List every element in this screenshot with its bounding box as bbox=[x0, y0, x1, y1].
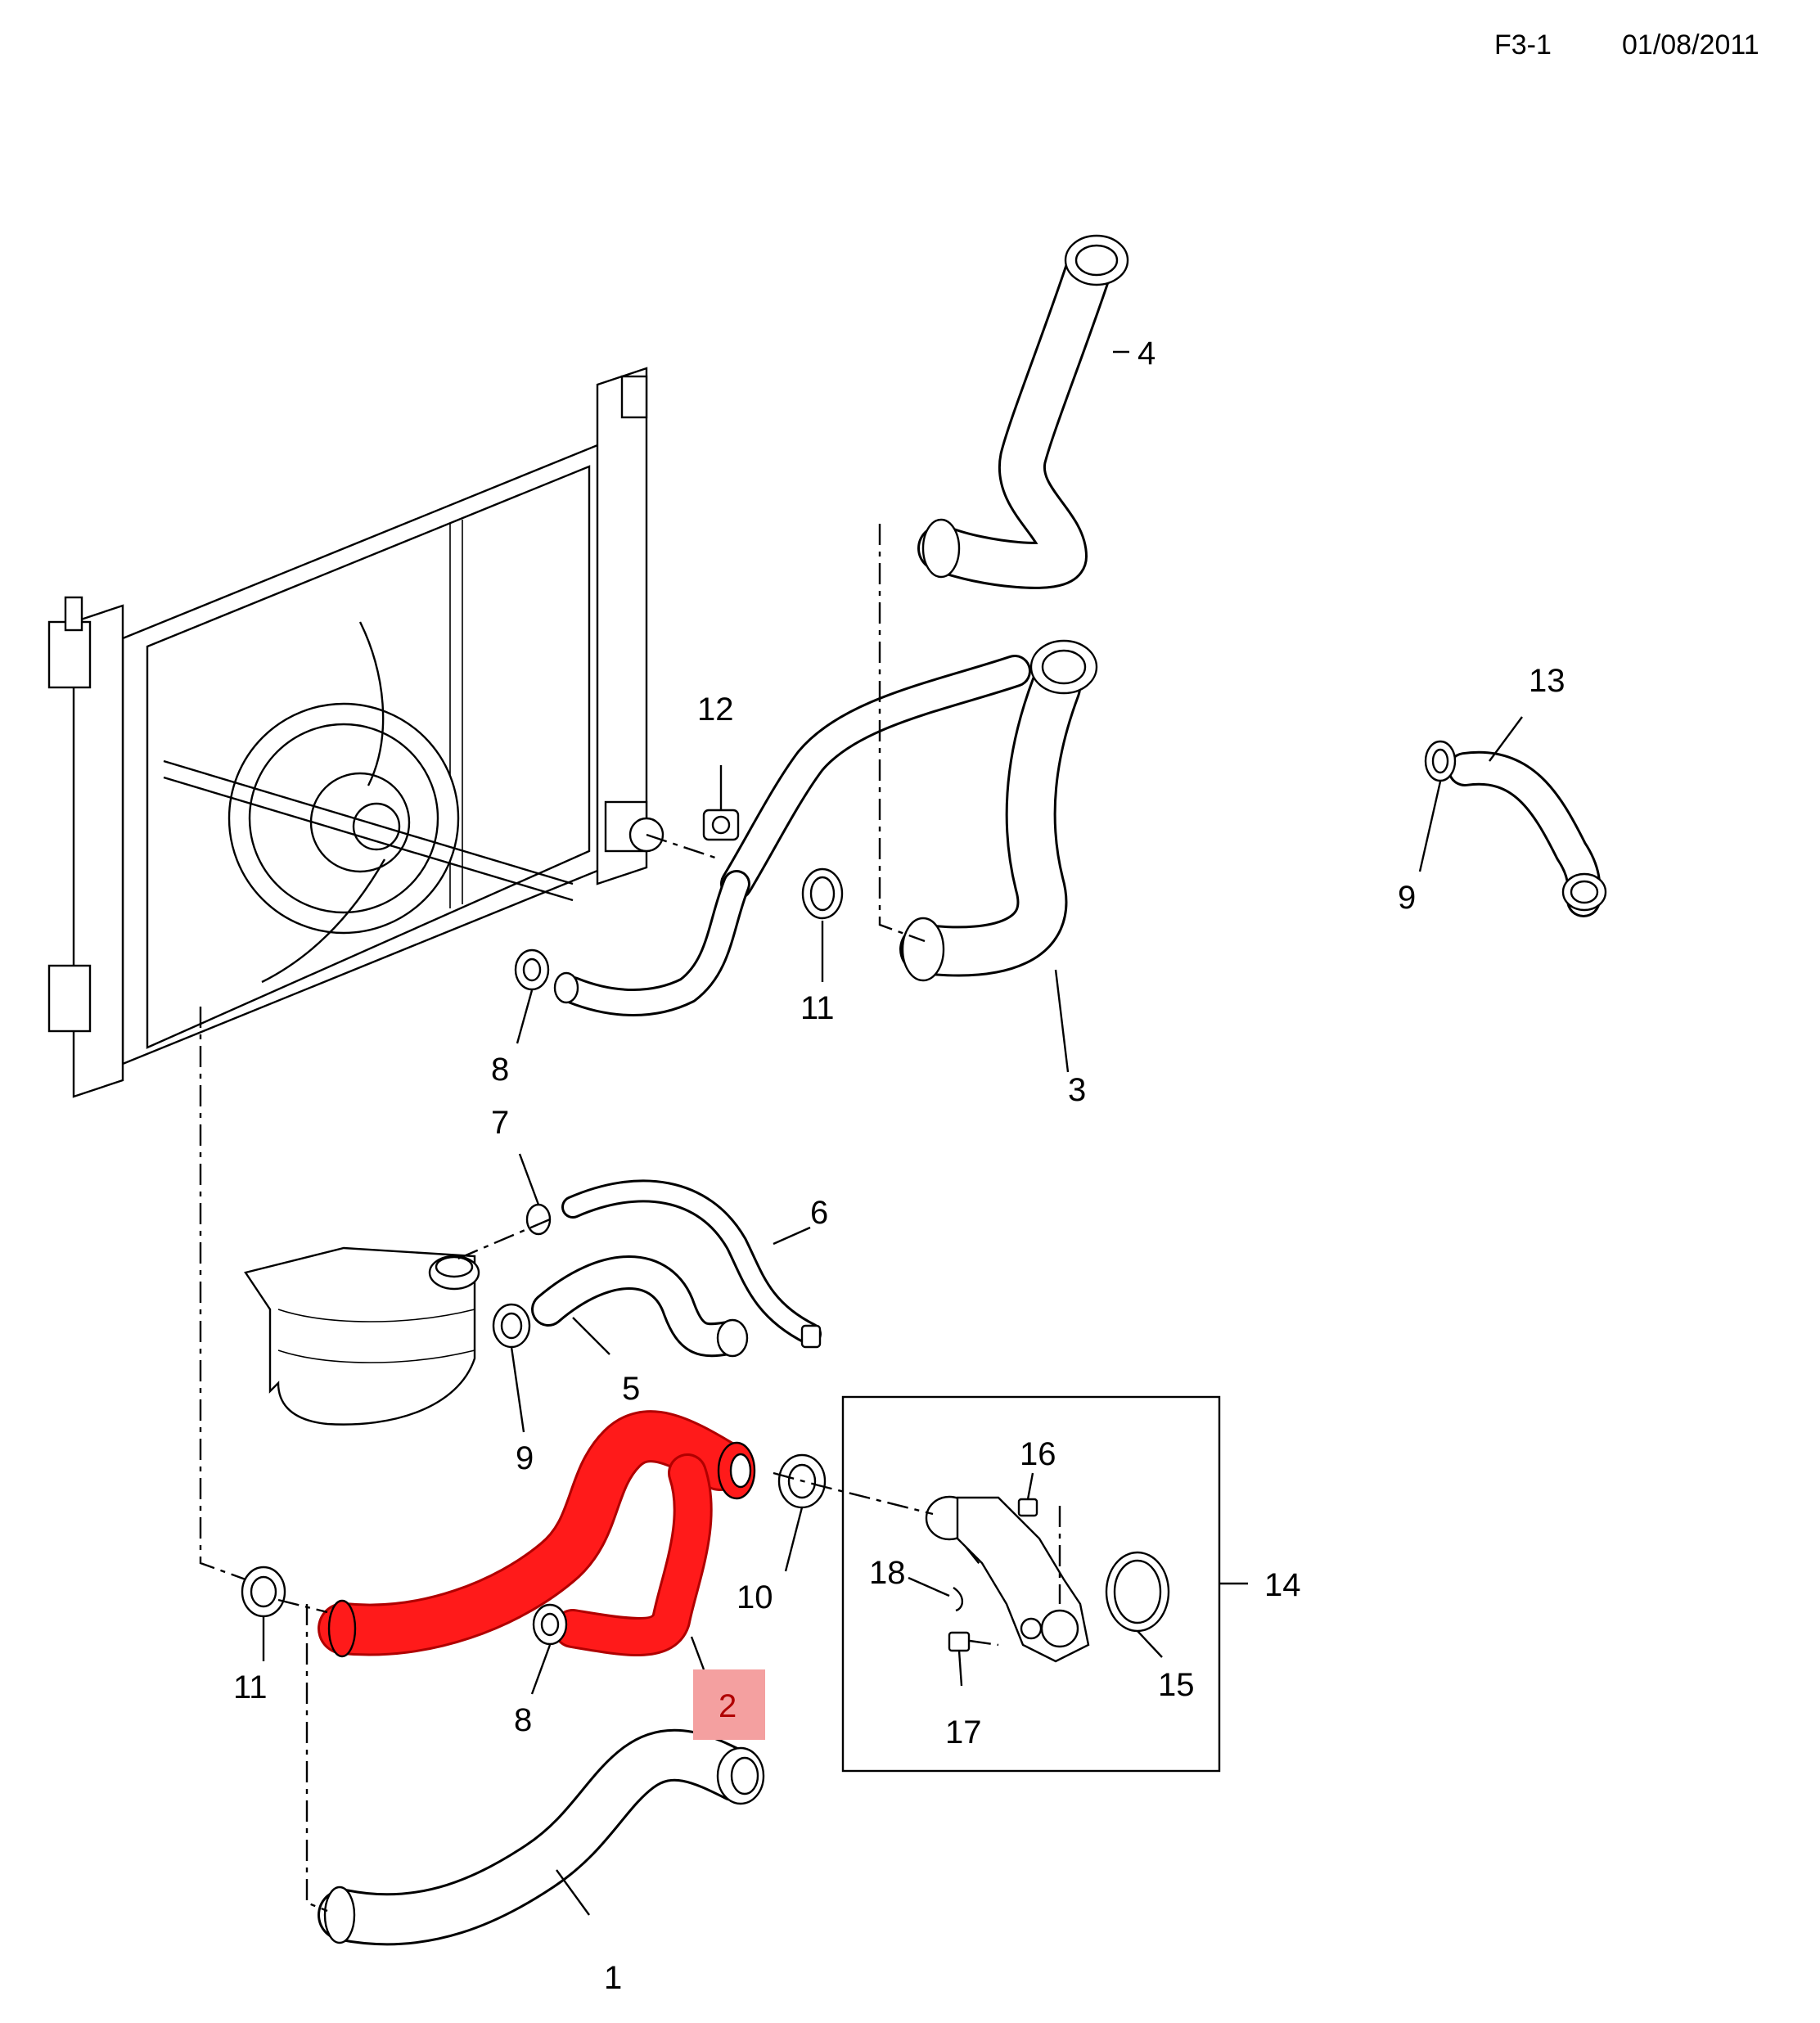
callout-highlight bbox=[693, 1669, 765, 1740]
clip-11-upper bbox=[801, 867, 844, 920]
part-label-18: 18 bbox=[869, 1555, 906, 1591]
clip-12 bbox=[702, 809, 740, 841]
hose-3 bbox=[553, 639, 1098, 1016]
part-label-13: 13 bbox=[1529, 663, 1565, 699]
part-label-5: 5 bbox=[622, 1371, 640, 1407]
part-label-1: 1 bbox=[604, 1960, 622, 1996]
part-label-10: 10 bbox=[737, 1579, 773, 1615]
leader-lines bbox=[262, 350, 1523, 1916]
part-label-4: 4 bbox=[1138, 336, 1156, 372]
diagram-code: F3-1 bbox=[1494, 29, 1552, 61]
part-label-12: 12 bbox=[697, 692, 734, 728]
part-label-17: 17 bbox=[945, 1714, 982, 1750]
clip-9-right bbox=[1424, 740, 1457, 782]
part-label-9-right: 9 bbox=[1398, 880, 1416, 916]
clip-8-lower bbox=[532, 1603, 568, 1646]
sensor-16 bbox=[1017, 1498, 1038, 1517]
clip-11-lower bbox=[241, 1566, 286, 1618]
hose-1 bbox=[318, 1728, 765, 1946]
thermostat-housing bbox=[925, 1495, 1090, 1663]
part-label-8-upper: 8 bbox=[491, 1052, 509, 1088]
clip-18 bbox=[953, 1587, 964, 1612]
bolt-17 bbox=[948, 1631, 971, 1652]
hose-13 bbox=[1448, 750, 1607, 917]
clip-8-upper bbox=[514, 948, 550, 991]
assembly-lines bbox=[199, 524, 1061, 1913]
part-label-11-upper: 11 bbox=[800, 990, 835, 1026]
part-label-11-lower: 11 bbox=[233, 1669, 268, 1705]
clip-7 bbox=[525, 1203, 552, 1236]
part-label-16: 16 bbox=[1020, 1436, 1056, 1472]
hose-2-highlighted bbox=[318, 1410, 756, 1658]
clip-9-left bbox=[492, 1303, 531, 1349]
hose-4 bbox=[917, 234, 1129, 589]
part-label-7: 7 bbox=[491, 1105, 509, 1141]
radiator-assembly bbox=[47, 367, 664, 1098]
gasket-15 bbox=[1105, 1551, 1170, 1633]
part-label-3: 3 bbox=[1068, 1072, 1086, 1108]
diagram-date: 01/08/2011 bbox=[1622, 29, 1759, 61]
part-label-8-lower: 8 bbox=[514, 1702, 532, 1738]
hose-5 bbox=[531, 1255, 749, 1358]
hose-6 bbox=[561, 1179, 822, 1349]
part-label-15: 15 bbox=[1158, 1667, 1195, 1703]
part-label-6: 6 bbox=[810, 1195, 828, 1231]
part-label-2: 2 bbox=[719, 1688, 737, 1724]
part-label-9-left: 9 bbox=[516, 1440, 534, 1476]
expansion-tank bbox=[244, 1246, 480, 1426]
part-label-14: 14 bbox=[1264, 1567, 1301, 1603]
